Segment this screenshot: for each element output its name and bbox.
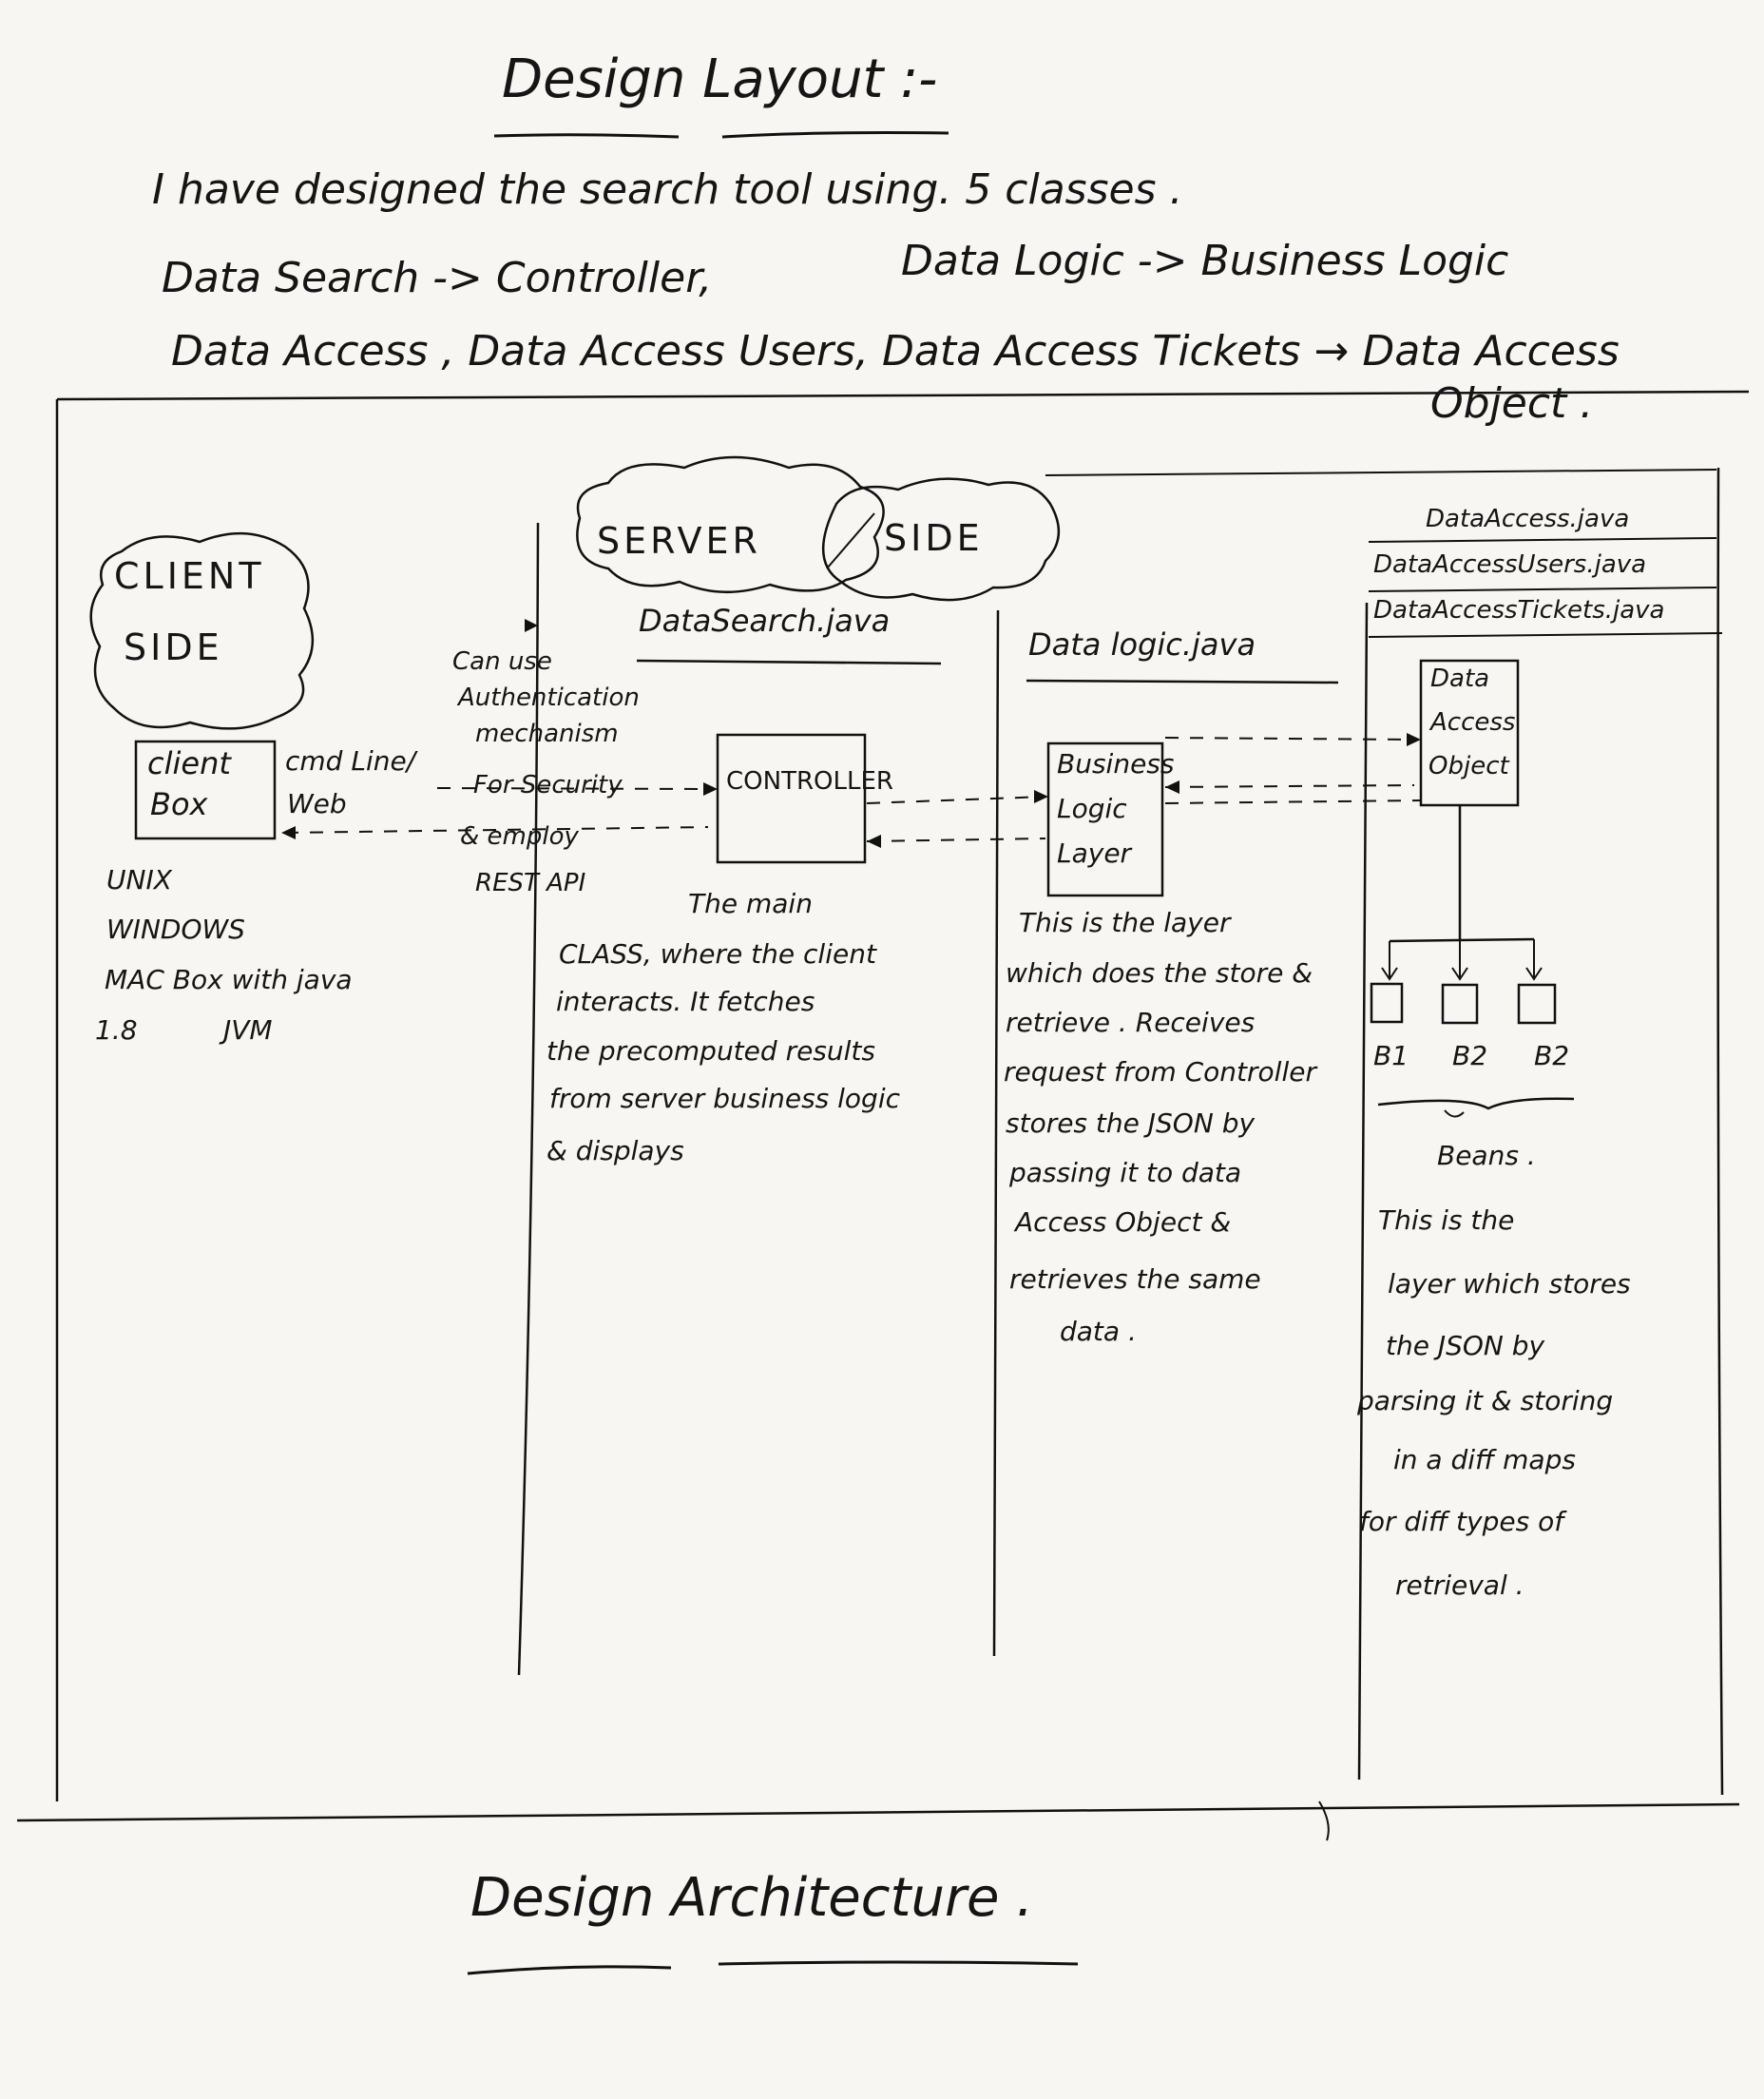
business-box-label-1: Business [1057, 748, 1175, 780]
datasearch-desc-1: The main [688, 888, 813, 919]
dataaccess-desc-5: in a diff maps [1393, 1444, 1576, 1475]
security-note-4: For Security [473, 771, 623, 799]
datalogic-desc-2: which does the store & [1006, 957, 1313, 989]
dao-box-label-3: Object [1428, 752, 1509, 780]
dataaccess-desc-4: parsing it & storing [1357, 1385, 1614, 1416]
platform-java-version: 1.8 [95, 1014, 138, 1046]
client-cloud-label-1: CLIENT [114, 555, 265, 597]
dataaccess-desc-3: the JSON by [1386, 1330, 1545, 1361]
datalogic-file: Data logic.java [1028, 626, 1256, 663]
security-note-5: & employ [460, 822, 579, 851]
platform-mac: MAC Box with java [105, 964, 353, 995]
datalogic-desc-3: retrieve . Receives [1006, 1007, 1256, 1038]
beans-label: Beans . [1437, 1140, 1536, 1171]
business-box-label-3: Layer [1057, 838, 1132, 869]
security-note-3: mechanism [475, 720, 619, 748]
platform-windows: WINDOWS [106, 914, 245, 945]
datalogic-desc-8: retrieves the same [1009, 1263, 1261, 1295]
dataaccess-desc-1: This is the [1378, 1204, 1515, 1236]
page-title: Design Layout :- [502, 48, 938, 110]
controller-box-label: CONTROLLER [726, 767, 893, 796]
intro-line-4: Object . [1430, 379, 1594, 428]
dataaccess-file-2: DataAccessUsers.java [1373, 550, 1647, 579]
bean-1: B1 [1373, 1040, 1409, 1071]
datalogic-desc-5: stores the JSON by [1006, 1107, 1256, 1139]
datalogic-desc-1: This is the layer [1019, 907, 1231, 938]
footer-title: Design Architecture . [470, 1867, 1034, 1929]
datasearch-desc-5: from server business logic [549, 1083, 901, 1114]
business-box-label-2: Logic [1057, 793, 1127, 824]
bean-2: B2 [1452, 1040, 1488, 1071]
dao-box-label-2: Access [1430, 708, 1516, 737]
client-box-label-2: Box [150, 786, 208, 822]
intro-line-2b: Data Logic -> Business Logic [901, 237, 1509, 285]
server-cloud-label-left: SERVER [597, 520, 761, 562]
dataaccess-desc-7: retrieval . [1395, 1569, 1524, 1601]
datasearch-desc-3: interacts. It fetches [556, 986, 815, 1017]
client-cloud-label-2: SIDE [124, 626, 223, 668]
security-note-2: Authentication [458, 684, 640, 712]
datasearch-desc-4: the precomputed results [546, 1035, 875, 1067]
dataaccess-desc-6: for diff types of [1359, 1506, 1564, 1537]
platform-unix: UNIX [106, 864, 172, 895]
intro-line-3: Data Access , Data Access Users, Data Ac… [171, 327, 1620, 376]
datalogic-desc-6: passing it to data [1009, 1157, 1242, 1188]
client-box-label-1: client [147, 745, 231, 781]
dataaccess-desc-2: layer which stores [1388, 1268, 1631, 1300]
channel-cmdline: cmd Line/ [285, 745, 416, 777]
intro-line-2a: Data Search -> Controller, [162, 254, 713, 302]
intro-line-1: I have designed the search tool using. 5… [152, 165, 1183, 214]
security-note-6: REST API [475, 869, 586, 897]
bean-3: B2 [1534, 1040, 1570, 1071]
dataaccess-file-1: DataAccess.java [1426, 505, 1630, 533]
datasearch-file: DataSearch.java [639, 603, 891, 639]
datalogic-desc-9: data . [1060, 1316, 1137, 1347]
datalogic-desc-4: request from Controller [1004, 1056, 1316, 1088]
server-cloud-label-right: SIDE [884, 517, 984, 559]
security-note-1: Can use [452, 647, 552, 676]
datalogic-desc-7: Access Object & [1015, 1206, 1232, 1238]
dataaccess-file-3: DataAccessTickets.java [1373, 596, 1665, 625]
datasearch-desc-6: & displays [546, 1135, 684, 1166]
platform-jvm: JVM [223, 1014, 273, 1046]
channel-web: Web [287, 788, 347, 819]
datasearch-desc-2: CLASS, where the client [559, 938, 876, 970]
dao-box-label-1: Data [1430, 664, 1490, 693]
